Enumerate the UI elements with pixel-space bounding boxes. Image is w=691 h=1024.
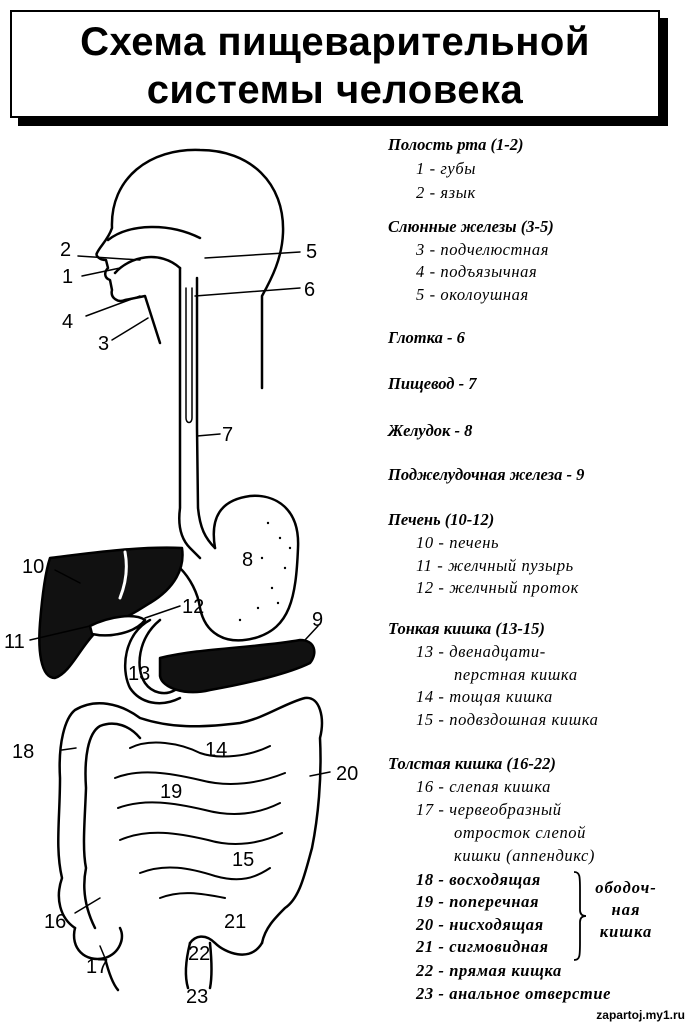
sigmoid (188, 935, 264, 956)
label-3: 3 (98, 333, 109, 355)
label-22: 22 (188, 943, 210, 965)
label-10: 10 (22, 556, 44, 578)
stomach-outline (178, 494, 300, 642)
legend-item: 3 - подчелюстная (416, 240, 549, 259)
label-6: 6 (304, 279, 315, 301)
legend-item: 12 - желчный проток (416, 578, 579, 597)
label-7: 7 (222, 424, 233, 446)
legend-item: 16 - слепая кишка (416, 777, 551, 796)
legend-item: отросток слепой (454, 823, 587, 842)
title-line-1: Схема пищеварительной (80, 20, 590, 64)
label-8: 8 (242, 549, 253, 571)
legend-item: 11 - желчный пузырь (416, 556, 574, 575)
label-14: 14 (205, 739, 227, 761)
legend-item: 1 - губы (416, 159, 477, 178)
colon-label-line: ободоч- (595, 878, 657, 897)
esophagus-outline (178, 266, 217, 560)
colon-label: ободоч- ная кишка (586, 877, 666, 943)
legend-item: 14 - тощая кишка (416, 687, 553, 706)
title-line-2: системы человека (146, 68, 524, 112)
label-17: 17 (86, 956, 108, 978)
label-2: 2 (60, 239, 71, 261)
legend-item: 23 - анальное отверстие (416, 984, 612, 1003)
esophagus-inner (185, 287, 193, 424)
legend-item: 20 - нисходящая (416, 915, 544, 934)
colon-brace (573, 871, 587, 961)
head-outline (95, 148, 285, 390)
legend-item: 10 - печень (416, 533, 500, 552)
legend-large-intestine-heading: Толстая кишка (16-22) (388, 754, 556, 773)
legend-liver-heading: Печень (10-12) (388, 510, 495, 529)
label-20: 20 (336, 763, 358, 785)
legend-item: 22 - прямая кищка (416, 961, 562, 980)
colon-label-line: ная (611, 900, 641, 919)
pancreas (158, 638, 316, 694)
rectum (184, 941, 213, 990)
label-11: 11 (4, 631, 25, 653)
label-16: 16 (44, 911, 66, 933)
legend-pancreas: Поджелудочная железа - 9 (388, 465, 585, 484)
label-21: 21 (224, 911, 246, 933)
label-15: 15 (232, 849, 254, 871)
legend-esophagus: Пищевод - 7 (388, 374, 477, 393)
legend-item: 19 - поперечная (416, 892, 540, 911)
palate (106, 225, 202, 242)
label-23: 23 (186, 986, 208, 1008)
legend-pharynx: Глотка - 6 (388, 328, 465, 347)
duodenum (123, 618, 182, 705)
legend-item: 15 - подвздошная кишка (416, 710, 599, 729)
legend-item: перстная кишка (454, 665, 578, 684)
label-13: 13 (128, 663, 150, 685)
legend-salivary-heading: Слюнные железы (3-5) (388, 217, 554, 236)
stomach-stipple (238, 521, 292, 622)
label-18: 18 (12, 741, 34, 763)
legend-item: 5 - околоушная (416, 285, 529, 304)
legend-mouth-heading: Полость рта (1-2) (388, 135, 524, 154)
leader-lines (29, 251, 331, 959)
colon-label-line: кишка (599, 922, 653, 941)
legend-item: 17 - червеобразный (416, 800, 562, 819)
legend-stomach: Желудок - 8 (388, 421, 473, 440)
legend-small-intestine-heading: Тонкая кишка (13-15) (388, 619, 545, 638)
watermark-url: zapartoj.my1.ru (596, 1008, 685, 1022)
small-intestine (114, 741, 286, 899)
label-5: 5 (306, 241, 317, 263)
legend-item: 4 - подъязычная (416, 262, 538, 281)
legend-item: кишки (аппендикс) (454, 846, 595, 865)
cecum (72, 926, 124, 961)
label-4: 4 (62, 311, 73, 333)
appendix (103, 956, 120, 992)
legend-item: 21 - сигмовидная (416, 937, 549, 956)
label-19: 19 (160, 781, 182, 803)
legend-item: 18 - восходящая (416, 870, 541, 889)
digestive-diagram: 1 2 3 4 5 6 7 8 9 10 11 12 13 14 15 16 1… (4, 148, 358, 1008)
label-1: 1 (62, 266, 73, 288)
legend-item: 2 - язык (416, 183, 476, 202)
label-9: 9 (312, 609, 323, 631)
label-12: 12 (182, 596, 204, 618)
legend-item: 13 - двенадцати- (416, 642, 546, 661)
liver-fissure (118, 550, 128, 600)
large-intestine (57, 696, 324, 945)
title-box: Схема пищеварительной системы человека (10, 10, 660, 118)
gallbladder (88, 614, 147, 637)
